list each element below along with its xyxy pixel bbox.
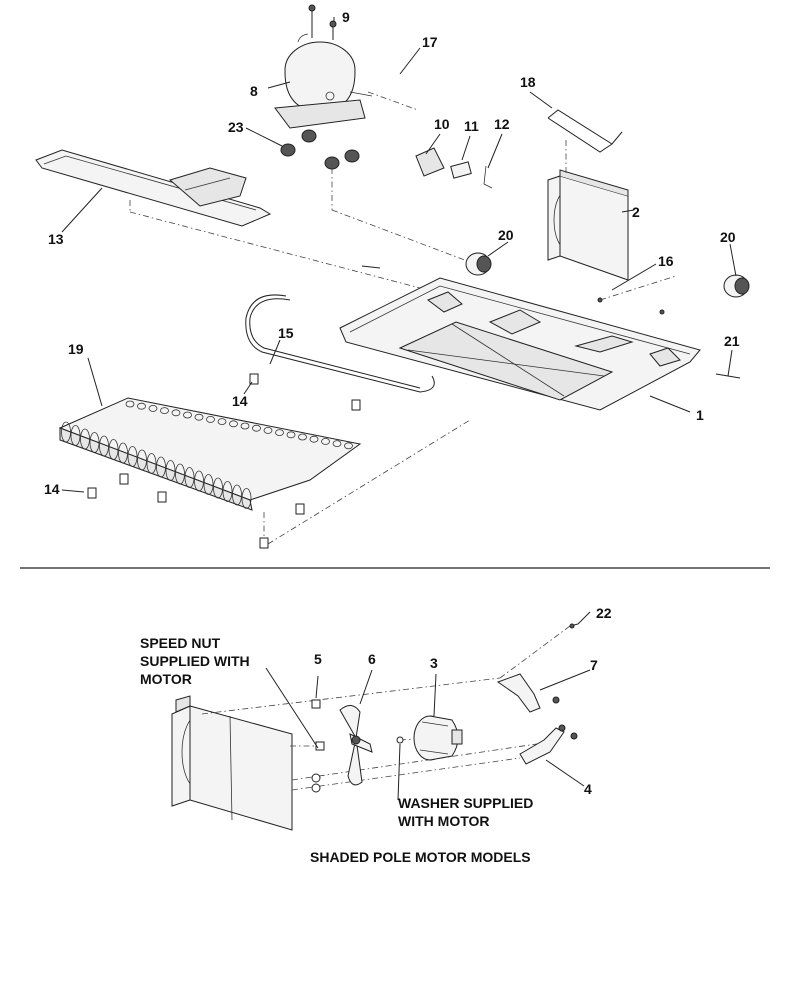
coil-loop (89, 432, 100, 453)
assembly-lines (201, 625, 571, 791)
motor-bracket-upper (496, 673, 560, 713)
coil-loop (194, 470, 204, 492)
callout-23: 23 (228, 119, 244, 135)
leaders-bottom (265, 611, 591, 801)
callout-6: 6 (368, 651, 376, 667)
callout-20-right: 20 (720, 229, 736, 245)
coil-loop-top (321, 437, 330, 445)
coil-loop (137, 449, 147, 471)
compressor-mount-right (723, 274, 750, 298)
coil-loop-top (229, 420, 238, 428)
coil-loop-top (309, 435, 319, 443)
leaders-top (61, 17, 737, 493)
callout-14-upper: 14 (232, 393, 248, 409)
compressor-mount-left (465, 252, 492, 276)
coil-loop (222, 481, 233, 502)
condenser-coil (58, 397, 362, 511)
coil-loop (184, 467, 195, 488)
callout-10: 10 (434, 116, 450, 132)
fan-shroud-lower (171, 695, 293, 831)
callout-8: 8 (250, 83, 258, 99)
coil-loop-top (171, 409, 181, 417)
coil-loop-top (217, 418, 227, 426)
callout-9: 9 (342, 9, 350, 25)
callout-15: 15 (278, 325, 294, 341)
callout-14-lower: 14 (44, 481, 60, 497)
callout-19: 19 (68, 341, 84, 357)
coil-loop (175, 463, 185, 485)
callout-16: 16 (658, 253, 674, 269)
coil-loop-top (263, 426, 273, 434)
washer (396, 736, 404, 744)
callout-11: 11 (464, 118, 479, 134)
coil-loop-top (137, 402, 146, 410)
callout-21: 21 (724, 333, 740, 349)
coil-loop (156, 456, 166, 478)
condenser-tube (245, 294, 435, 393)
callout-22: 22 (596, 605, 612, 621)
callout-7: 7 (590, 657, 598, 673)
drain-pan (35, 149, 421, 289)
coil-loop-top (286, 431, 296, 439)
coil-loop (165, 460, 176, 481)
coil-loop-top (183, 411, 192, 419)
note-speed-nut-line2: SUPPLIED WITH (140, 653, 250, 669)
bracket (547, 109, 623, 153)
fan-shroud (547, 140, 629, 281)
note-speed-nut-line3: MOTOR (140, 671, 192, 687)
coil-loop-top (275, 429, 284, 437)
coil-loop-top (160, 407, 169, 415)
relay-overload (367, 91, 493, 189)
callout-12: 12 (494, 116, 510, 132)
coil-loop (108, 439, 119, 460)
coil-loop-top (240, 422, 250, 430)
screw-22 (569, 623, 579, 629)
fan-motor (413, 715, 463, 761)
coil-loop-top (148, 404, 158, 412)
coil-loop (61, 421, 71, 443)
coil-loop (203, 474, 214, 495)
callout-13: 13 (48, 231, 64, 247)
speed-nut (311, 699, 325, 793)
screw-top (308, 4, 337, 40)
note-washer-line2: WITH MOTOR (398, 813, 490, 829)
coil-loop (146, 453, 157, 474)
fan-blade (339, 705, 373, 786)
callout-20-left: 20 (498, 227, 514, 243)
coil-loop-top (298, 433, 307, 441)
note-speed-nut-line1: SPEED NUT (140, 635, 221, 651)
callout-4: 4 (584, 781, 592, 797)
coil-loop-top (194, 413, 204, 421)
motor-bracket-lower (519, 724, 578, 765)
coil-loop-top (125, 400, 135, 408)
callout-5: 5 (314, 651, 322, 667)
callout-2: 2 (632, 204, 640, 220)
coil-loop-top (252, 424, 261, 432)
callout-1: 1 (696, 407, 704, 423)
coil-loop (232, 484, 242, 506)
coil-loop (241, 488, 252, 509)
coil-loop (70, 425, 81, 446)
coil-loop (118, 442, 128, 464)
base-plate (339, 277, 701, 411)
callout-17: 17 (422, 34, 438, 50)
coil-loop-top (344, 442, 353, 450)
coil-loop-top (206, 415, 215, 423)
pins (361, 265, 741, 379)
coil-loop-top (332, 440, 342, 448)
callout-3: 3 (430, 655, 438, 671)
coil-loop (99, 435, 109, 457)
spacers (87, 373, 471, 549)
note-washer-line1: WASHER SUPPLIED (398, 795, 533, 811)
coil-loop (213, 477, 223, 499)
grommets (280, 129, 471, 263)
callout-18: 18 (520, 74, 536, 90)
coil-loop (127, 446, 138, 467)
coil-loop (80, 428, 90, 450)
compressor (274, 33, 373, 129)
section-caption: SHADED POLE MOTOR MODELS (310, 849, 531, 865)
